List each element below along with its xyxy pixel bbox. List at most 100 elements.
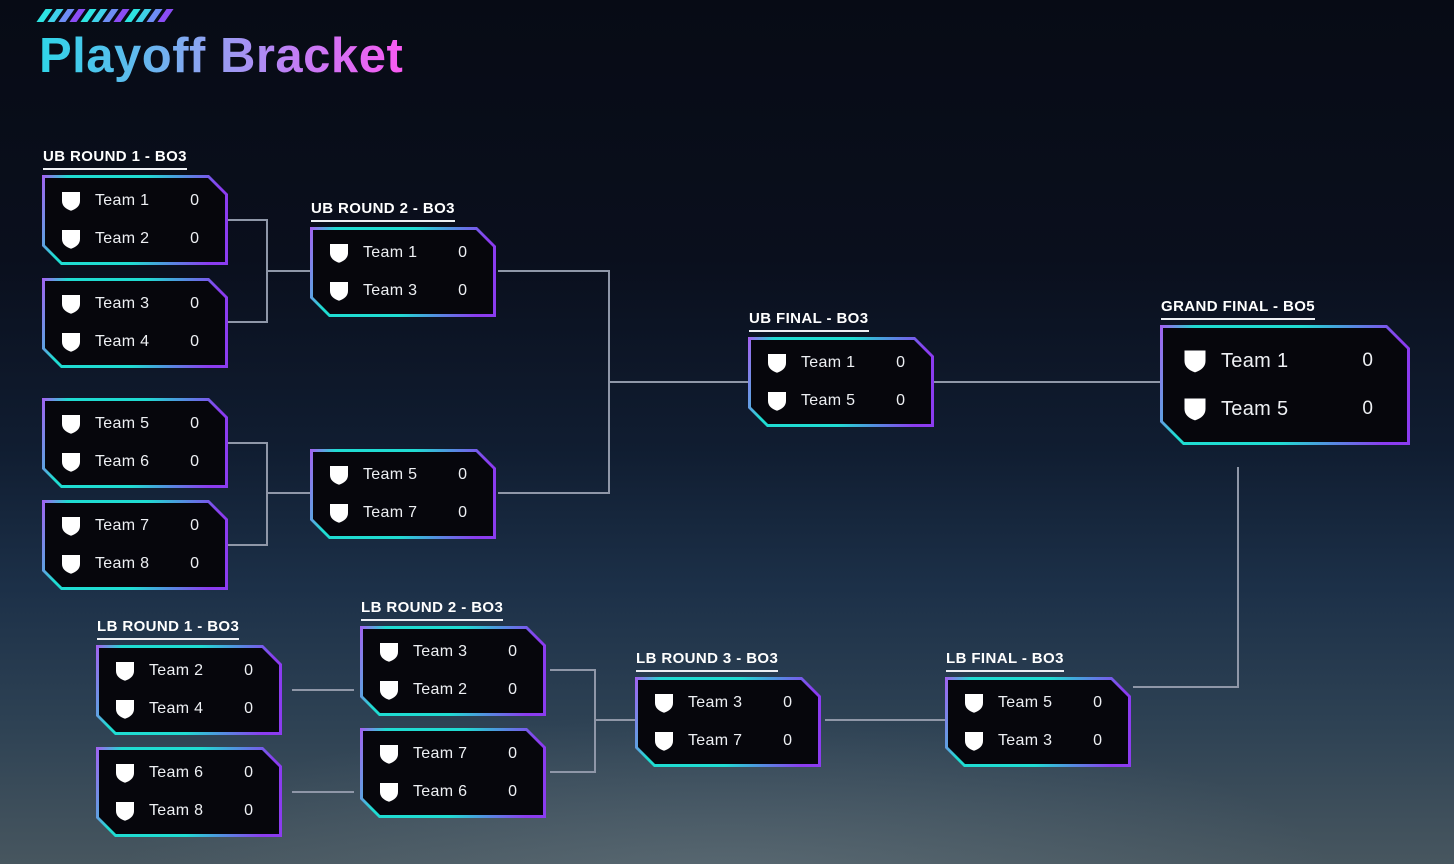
team-name: Team 1 — [1221, 349, 1289, 372]
shield-icon — [59, 514, 83, 538]
team-name: Team 3 — [413, 643, 468, 660]
match-lb-round1-game2[interactable]: Team 6 0 Team 8 0 — [96, 747, 282, 837]
team-row: Team 6 0 — [363, 776, 543, 808]
connector-line — [550, 669, 596, 671]
match-box: Team 1 0 Team 5 0 — [748, 337, 934, 427]
match-box: Team 3 0 Team 2 0 — [360, 626, 546, 716]
shield-icon — [113, 659, 137, 683]
match-ub-round1-game2[interactable]: Team 3 0 Team 4 0 — [42, 278, 228, 368]
team-name: Team 5 — [95, 415, 150, 432]
shield-icon — [1181, 395, 1209, 423]
team-row: Team 5 0 — [45, 408, 225, 440]
match-label: UB ROUND 1 - BO3 — [43, 148, 187, 170]
team-row: Team 5 0 — [313, 459, 493, 491]
team-score: 0 — [783, 694, 792, 711]
team-row: Team 3 0 — [638, 687, 818, 719]
team-row: Team 1 0 — [45, 185, 225, 217]
team-row: Team 8 0 — [99, 795, 279, 827]
shield-icon — [59, 450, 83, 474]
team-score: 0 — [896, 392, 905, 409]
team-score: 0 — [1362, 350, 1373, 371]
shield-icon — [377, 780, 401, 804]
team-row: Team 1 0 — [313, 237, 493, 269]
team-score: 0 — [458, 504, 467, 521]
team-name: Team 5 — [998, 694, 1053, 711]
connector-line — [227, 544, 268, 546]
team-score: 0 — [458, 466, 467, 483]
match-label: LB ROUND 2 - BO3 — [361, 599, 504, 621]
team-score: 0 — [244, 662, 253, 679]
team-score: 0 — [458, 282, 467, 299]
team-score: 0 — [190, 555, 199, 572]
match-lb-round3[interactable]: LB ROUND 3 - BO3 Team 3 0 Team 7 0 — [635, 650, 821, 767]
match-ub-round2-game2[interactable]: Team 5 0 Team 7 0 — [310, 449, 496, 539]
team-name: Team 1 — [363, 244, 418, 261]
team-name: Team 5 — [363, 466, 418, 483]
team-score: 0 — [783, 732, 792, 749]
match-ub-round2-game1[interactable]: UB ROUND 2 - BO3 Team 1 0 Team 3 0 — [310, 200, 496, 317]
team-name: Team 3 — [998, 732, 1053, 749]
shield-icon — [59, 189, 83, 213]
team-score: 0 — [508, 783, 517, 800]
match-lb-round2-game2[interactable]: Team 7 0 Team 6 0 — [360, 728, 546, 818]
match-label: LB ROUND 1 - BO3 — [97, 618, 240, 640]
team-name: Team 2 — [413, 681, 468, 698]
match-label: LB FINAL - BO3 — [946, 650, 1064, 672]
team-score: 0 — [1093, 694, 1102, 711]
shield-icon — [113, 799, 137, 823]
connector-line — [227, 442, 268, 444]
team-row: Team 7 0 — [313, 497, 493, 529]
team-row: Team 7 0 — [45, 510, 225, 542]
team-score: 0 — [190, 453, 199, 470]
match-label: UB ROUND 2 - BO3 — [311, 200, 455, 222]
match-lb-round1-game1[interactable]: LB ROUND 1 - BO3 Team 2 0 Team 4 0 — [96, 618, 282, 735]
shield-icon — [327, 241, 351, 265]
connector-line — [932, 381, 1160, 383]
connector-line — [825, 719, 945, 721]
team-name: Team 1 — [95, 192, 150, 209]
team-name: Team 3 — [688, 694, 743, 711]
shield-icon — [59, 227, 83, 251]
shield-icon — [327, 501, 351, 525]
match-ub-round1-game1[interactable]: UB ROUND 1 - BO3 Team 1 0 Team 2 0 — [42, 148, 228, 265]
shield-icon — [59, 412, 83, 436]
match-grand-final[interactable]: GRAND FINAL - BO5 Team 1 0 Team 5 0 — [1160, 298, 1410, 445]
team-row: Team 2 0 — [45, 223, 225, 255]
match-box: Team 1 0 Team 3 0 — [310, 227, 496, 317]
team-row: Team 1 0 — [751, 347, 931, 379]
match-ub-round1-game3[interactable]: Team 5 0 Team 6 0 — [42, 398, 228, 488]
team-score: 0 — [458, 244, 467, 261]
match-box: Team 6 0 Team 8 0 — [96, 747, 282, 837]
match-box: Team 1 0 Team 5 0 — [1160, 325, 1410, 445]
team-score: 0 — [190, 295, 199, 312]
connector-line — [608, 381, 748, 383]
team-row: Team 3 0 — [313, 275, 493, 307]
connector-line — [266, 442, 268, 546]
team-row: Team 2 0 — [99, 655, 279, 687]
team-score: 0 — [896, 354, 905, 371]
match-ub-round1-game4[interactable]: Team 7 0 Team 8 0 — [42, 500, 228, 590]
match-box: Team 3 0 Team 7 0 — [635, 677, 821, 767]
team-name: Team 3 — [363, 282, 418, 299]
team-name: Team 1 — [801, 354, 856, 371]
team-row: Team 3 0 — [363, 636, 543, 668]
team-row: Team 2 0 — [363, 674, 543, 706]
shield-icon — [1181, 347, 1209, 375]
team-row: Team 5 0 — [751, 385, 931, 417]
team-name: Team 8 — [95, 555, 150, 572]
team-name: Team 7 — [688, 732, 743, 749]
team-row: Team 6 0 — [99, 757, 279, 789]
team-row: Team 7 0 — [638, 725, 818, 757]
match-lb-round2-game1[interactable]: LB ROUND 2 - BO3 Team 3 0 Team 2 0 — [360, 599, 546, 716]
team-name: Team 6 — [413, 783, 468, 800]
connector-line — [227, 219, 268, 221]
match-label: LB ROUND 3 - BO3 — [636, 650, 779, 672]
team-name: Team 6 — [149, 764, 204, 781]
team-score: 0 — [190, 333, 199, 350]
match-box: Team 3 0 Team 4 0 — [42, 278, 228, 368]
match-box: Team 2 0 Team 4 0 — [96, 645, 282, 735]
match-lb-final[interactable]: LB FINAL - BO3 Team 5 0 Team 3 0 — [945, 650, 1131, 767]
team-row: Team 7 0 — [363, 738, 543, 770]
match-ub-final[interactable]: UB FINAL - BO3 Team 1 0 Team 5 0 — [748, 310, 934, 427]
